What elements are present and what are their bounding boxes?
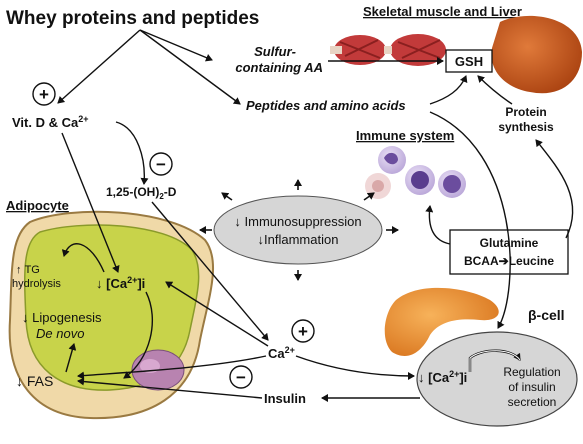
down-arrow-lipo: ↓ — [22, 310, 32, 325]
peptides-aa-label: Peptides and amino acids — [246, 98, 406, 113]
vitd-ca-sup: 2+ — [78, 114, 88, 124]
adipocyte-ca-i-label: ↓ [Ca2+]i — [96, 275, 145, 291]
arrow-peptides-to-betacell — [429, 111, 511, 329]
down-arrow-fas: ↓ — [16, 373, 27, 389]
regulation-line1: Regulation — [503, 365, 560, 379]
arrow-glutamine-to-immune — [425, 205, 451, 245]
plus-sign-vitd — [32, 82, 56, 106]
down-arrow-adipo-ca: ↓ — [96, 276, 106, 291]
up-arrow-tg: ↑ — [16, 264, 25, 276]
beta-ca-text: [Ca — [428, 370, 450, 385]
gsh-box — [445, 49, 493, 73]
fas-text: FAS — [27, 373, 53, 389]
arrow-dihydroxy-to-ca — [151, 201, 269, 341]
diagram-title: Whey proteins and peptides — [6, 8, 259, 29]
ca2-text: Ca — [268, 346, 285, 361]
vitd-ca-label: Vit. D & Ca2+ — [12, 114, 88, 130]
protein-synthesis-line1: Protein — [505, 105, 546, 119]
arrow-glutamine-to-protein — [535, 139, 574, 239]
heading-beta-cell: β-cell — [528, 307, 565, 323]
tg-hydrolysis-line2: hydrolysis — [12, 278, 61, 290]
arrow-vitd-to-adipo-ca — [61, 132, 120, 273]
right-arrow-glyph: ➔ — [499, 254, 509, 268]
immunosuppression-label: ↓ Immunosuppression — [234, 214, 361, 229]
arrow-insulin-to-fas — [77, 377, 263, 399]
protein-synthesis-line2: synthesis — [498, 120, 554, 134]
heading-immune-system: Immune system — [356, 128, 454, 143]
adipo-ca-end: ]i — [137, 276, 145, 291]
plus-sign-ca — [291, 319, 315, 343]
regulation-line2: of insulin — [508, 380, 555, 394]
flow-arrows — [57, 29, 574, 402]
bcaa-text: BCAA — [464, 254, 499, 268]
beta-ca-sup: 2+ — [449, 369, 459, 379]
minus-sign-insulin-label: − — [236, 368, 246, 387]
arrow-protein-to-gsh — [477, 75, 513, 105]
extracellular-ca-label: Ca2+ — [268, 345, 295, 361]
plus-sign-ca-label: + — [298, 322, 308, 341]
beta-ca-i-label: ↓ [Ca2+]i — [418, 369, 467, 385]
immunosuppression-ellipse — [213, 195, 383, 265]
down-arrow-glyph: ↓ — [234, 214, 244, 229]
tg-text: TG — [25, 264, 40, 276]
beta-ca-end: ]i — [459, 370, 467, 385]
dihydroxy-vitd-label: 1,25-(OH)2-D — [106, 185, 177, 201]
ellipse-radial-arrows — [199, 179, 399, 281]
heading-skeletal-liver: Skeletal muscle and Liver — [363, 4, 522, 19]
dihydroxy-sub: 2 — [159, 192, 164, 201]
sulfur-aa-line1: Sulfur- — [254, 44, 296, 59]
gsh-label: GSH — [455, 54, 483, 69]
inflammation-text: Inflammation — [264, 232, 338, 247]
immuno-text: Immunosuppression — [245, 214, 362, 229]
vitd-ca-text: Vit. D & Ca — [12, 115, 79, 130]
arrow-peptides-to-gsh — [429, 75, 468, 105]
lipogenesis-label: ↓ Lipogenesis — [22, 310, 102, 325]
arrow-fas-to-lipogenesis — [65, 343, 77, 373]
plus-sign-vitd-label: + — [39, 85, 49, 104]
muscle-image — [330, 34, 446, 66]
arrow-title-to-peptides — [139, 29, 241, 105]
insulin-label: Insulin — [264, 391, 306, 406]
minus-sign-dihydroxy — [149, 152, 173, 176]
lipogenesis-text: Lipogenesis — [32, 310, 102, 325]
arrow-ca-to-beta-ca — [295, 355, 415, 380]
leucine-text: Leucine — [509, 254, 555, 268]
adipo-ca-sup: 2+ — [127, 275, 137, 285]
arrow-ca-to-adipo-ca — [165, 281, 269, 347]
de-novo-label: De novo — [36, 326, 84, 341]
beta-arrow-inner — [469, 350, 521, 372]
arrow-adipo-ca-to-fas — [123, 291, 153, 379]
adipocyte-image — [8, 210, 215, 420]
sulfur-aa-line2: containing AA — [235, 60, 323, 75]
dihydroxy-text-b: -D — [164, 185, 177, 199]
heading-adipocyte: Adipocyte — [6, 198, 69, 213]
pancreas-image — [384, 287, 499, 356]
bcaa-leucine-label: BCAA➔Leucine — [464, 254, 554, 268]
regulation-line3: secretion — [508, 395, 557, 409]
adipo-ca-text: [Ca — [106, 276, 128, 291]
arrow-vitd-to-dihydroxy — [115, 121, 149, 185]
down-arrow-glyph-2: ↓ — [258, 232, 265, 247]
arrow-title-to-sulfur — [139, 29, 213, 62]
liver-image — [491, 15, 582, 94]
arrow-adipo-ca-to-tg — [61, 243, 105, 273]
immune-cells-image — [365, 146, 466, 199]
dihydroxy-text-a: 1,25-(OH) — [106, 185, 159, 199]
tg-hydrolysis-line1: ↑ TG — [16, 264, 40, 276]
arrow-ca-to-fas — [77, 355, 267, 380]
arrow-title-to-vitd — [57, 29, 141, 104]
inflammation-label: ↓Inflammation — [258, 232, 339, 247]
minus-sign-insulin — [229, 365, 253, 389]
beta-cell-ellipse — [416, 331, 578, 427]
down-arrow-beta-ca: ↓ — [418, 370, 428, 385]
ca2-sup: 2+ — [285, 345, 295, 355]
fas-label: ↓ FAS — [16, 373, 53, 389]
minus-sign-dihydroxy-label: − — [156, 155, 166, 174]
